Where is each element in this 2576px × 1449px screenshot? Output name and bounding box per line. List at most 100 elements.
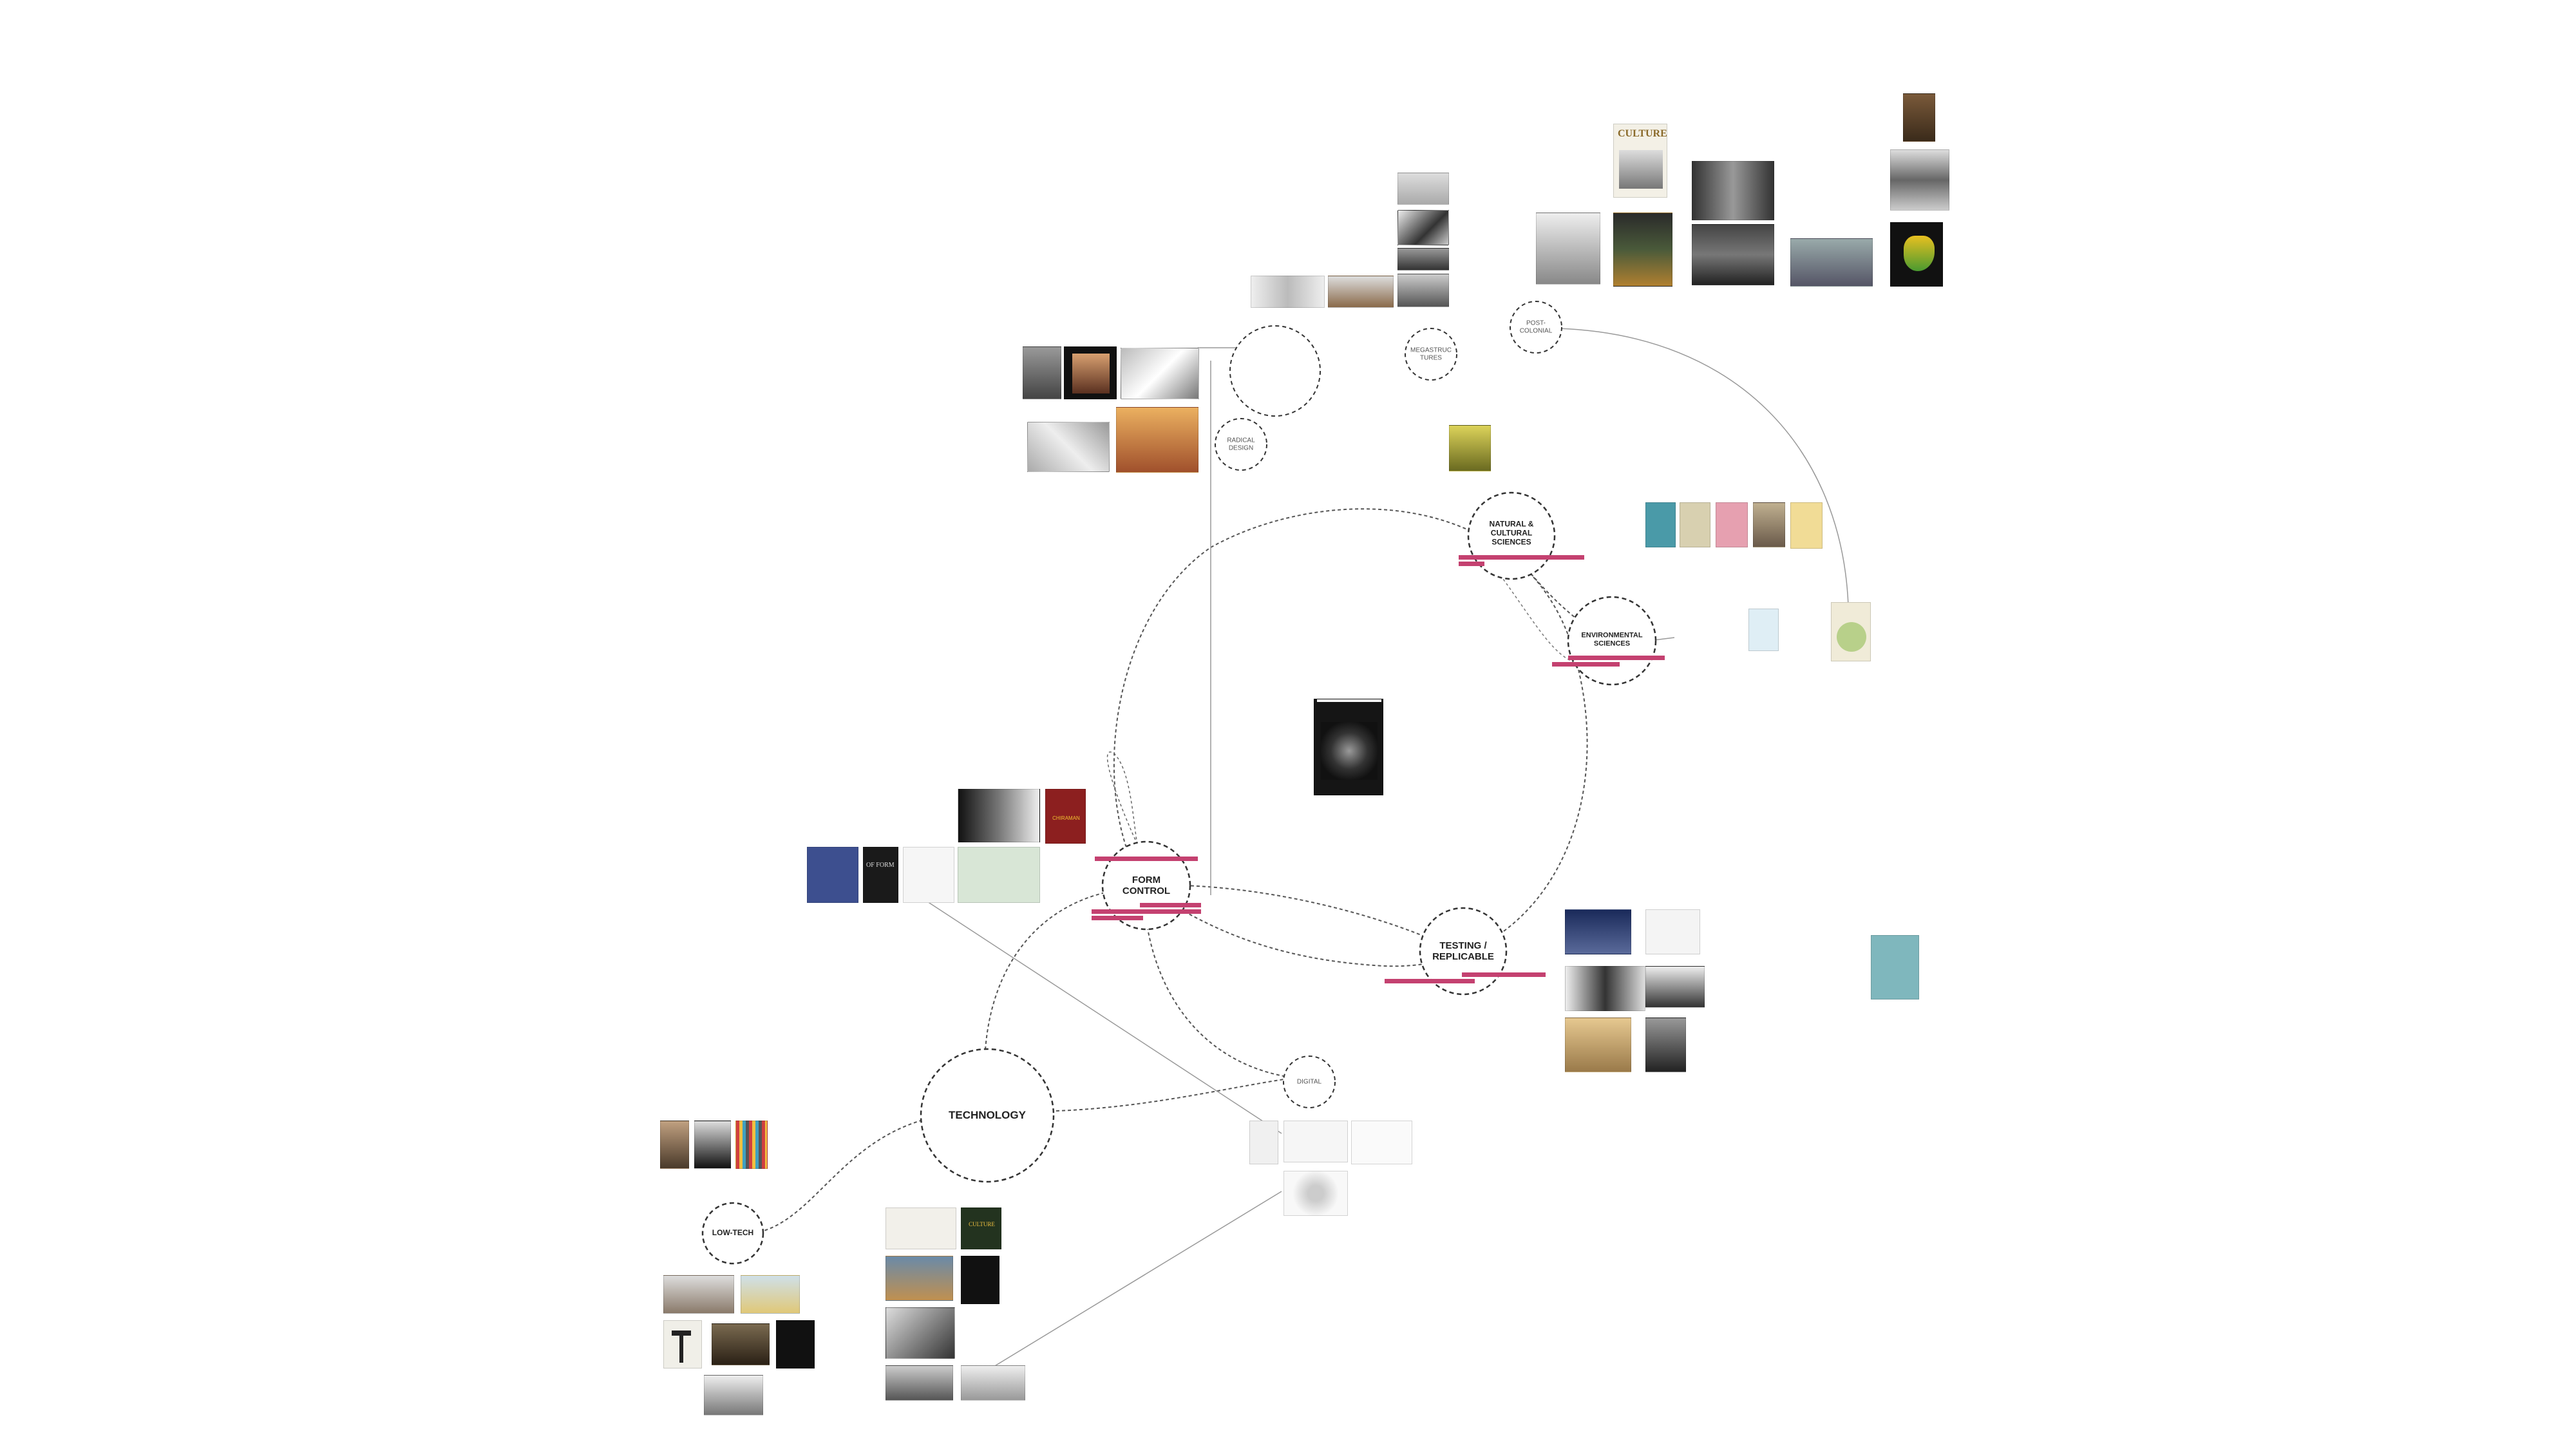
digital-image[interactable] bbox=[1283, 1121, 1348, 1162]
radical-design-image[interactable] bbox=[1121, 348, 1199, 399]
megastructure-image[interactable] bbox=[1397, 274, 1449, 307]
technology-image[interactable] bbox=[735, 1121, 768, 1169]
form-book-title: OF FORM bbox=[866, 862, 895, 869]
highlight-bar bbox=[1095, 857, 1198, 861]
radical-design-image[interactable] bbox=[1064, 346, 1117, 399]
postcolonial-image[interactable] bbox=[1790, 238, 1873, 287]
node-post-colonial-label[interactable]: POST- COLONIAL bbox=[1519, 319, 1553, 335]
culture-magazine-cover[interactable]: CULTURE bbox=[1613, 124, 1667, 198]
digital-image[interactable] bbox=[1283, 1171, 1348, 1216]
testing-image[interactable] bbox=[1565, 909, 1631, 954]
lowtech-image[interactable] bbox=[741, 1275, 800, 1314]
megastructures-circle bbox=[1405, 328, 1457, 381]
form-small-loop bbox=[1106, 751, 1147, 864]
highlight-bar bbox=[1568, 656, 1665, 660]
node-natural-label[interactable]: NATURAL & CULTURAL SCIENCES bbox=[1489, 519, 1534, 546]
bottom-image[interactable] bbox=[886, 1365, 953, 1401]
node-lowtech-label[interactable]: LOW-TECH bbox=[712, 1228, 754, 1238]
node-radical-design-label[interactable]: RADICAL DESIGN bbox=[1227, 437, 1255, 452]
highlight-bar bbox=[1140, 903, 1201, 907]
megastructure-image[interactable] bbox=[1251, 276, 1325, 308]
lowtech-image[interactable] bbox=[712, 1323, 770, 1365]
testing-image[interactable] bbox=[1565, 1018, 1631, 1072]
megastructure-image[interactable] bbox=[1397, 210, 1449, 245]
bottom-image[interactable] bbox=[961, 1256, 999, 1304]
postcolonial-image[interactable] bbox=[1692, 161, 1774, 220]
form-book-blue[interactable] bbox=[807, 847, 858, 903]
technology-circle bbox=[920, 1048, 1055, 1183]
post-colonial-circle bbox=[1510, 301, 1562, 354]
red-book-title: CHIRAMAN bbox=[1052, 815, 1080, 821]
form-photo-image[interactable] bbox=[958, 789, 1040, 842]
postcolonial-arc bbox=[1558, 328, 1849, 606]
postcolonial-image[interactable] bbox=[1890, 149, 1949, 211]
postcolonial-image[interactable] bbox=[1692, 224, 1774, 285]
teal-book[interactable] bbox=[1871, 935, 1919, 999]
postcolonial-image[interactable] bbox=[1613, 213, 1672, 287]
node-environmental-label[interactable]: ENVIRONMENTAL SCIENCES bbox=[1581, 631, 1643, 647]
node-megastructures-label[interactable]: MEGASTRUC TURES bbox=[1410, 346, 1452, 362]
central-book-image[interactable] bbox=[1314, 699, 1383, 795]
bottom-image[interactable] bbox=[961, 1365, 1025, 1401]
digital-image[interactable] bbox=[1249, 1121, 1278, 1164]
bottom-image[interactable]: CULTURE bbox=[961, 1208, 1001, 1249]
testing-image[interactable] bbox=[1645, 966, 1705, 1008]
bottom-image[interactable] bbox=[886, 1208, 956, 1249]
testing-image[interactable] bbox=[1645, 1018, 1686, 1072]
digital-circle bbox=[1283, 1056, 1336, 1108]
node-form-control-label[interactable]: FORM CONTROL bbox=[1122, 874, 1171, 896]
lowtech-image[interactable] bbox=[663, 1320, 702, 1368]
environmental-book[interactable] bbox=[1748, 609, 1779, 651]
science-book[interactable] bbox=[1645, 502, 1676, 547]
radical-design-image[interactable] bbox=[1116, 407, 1198, 473]
lowtech-image[interactable] bbox=[663, 1275, 734, 1314]
lowtech-image[interactable] bbox=[776, 1320, 815, 1368]
form-book-dark[interactable]: OF FORM bbox=[863, 847, 898, 903]
form-spread-image[interactable] bbox=[958, 847, 1040, 903]
culture-title: CULTURE bbox=[1618, 128, 1667, 139]
node-testing-label[interactable]: TESTING / REPLICABLE bbox=[1432, 940, 1494, 962]
bottom-book-title: CULTURE bbox=[969, 1221, 995, 1227]
megastructure-image[interactable] bbox=[1328, 276, 1394, 308]
highlight-bar bbox=[1552, 662, 1620, 667]
central-loop-link bbox=[1113, 508, 1588, 967]
digital-image[interactable] bbox=[1351, 1121, 1412, 1164]
science-book[interactable] bbox=[1680, 502, 1710, 547]
digital-bottom-straight bbox=[985, 1191, 1282, 1372]
bottom-image[interactable] bbox=[886, 1256, 953, 1301]
technology-form-link bbox=[985, 891, 1108, 1050]
landscape-image[interactable] bbox=[1449, 425, 1491, 471]
technology-image[interactable] bbox=[694, 1121, 731, 1169]
africa-book-cover[interactable] bbox=[1890, 222, 1943, 287]
highlight-bar bbox=[1459, 555, 1584, 560]
form-sketch-image[interactable] bbox=[903, 847, 954, 903]
bottom-image[interactable] bbox=[886, 1307, 955, 1359]
node-digital-label[interactable]: DIGITAL bbox=[1296, 1078, 1322, 1086]
environmental-book[interactable] bbox=[1831, 602, 1871, 661]
science-book[interactable] bbox=[1753, 502, 1785, 547]
technology-digital-link bbox=[1056, 1078, 1289, 1112]
megastructure-image[interactable] bbox=[1397, 248, 1449, 270]
science-book[interactable] bbox=[1716, 502, 1748, 547]
radical-design-circle bbox=[1215, 418, 1267, 471]
postcolonial-image[interactable] bbox=[1536, 213, 1600, 285]
highlight-bar bbox=[1092, 916, 1143, 920]
technology-image[interactable] bbox=[660, 1121, 689, 1169]
highlight-bar bbox=[1459, 562, 1484, 566]
megastructure-image[interactable] bbox=[1397, 173, 1449, 205]
form-control-circle bbox=[1101, 840, 1191, 931]
radical-design-image[interactable] bbox=[1023, 346, 1061, 399]
red-book-cover[interactable]: CHIRAMAN bbox=[1045, 789, 1086, 844]
form-digital-link bbox=[1146, 920, 1302, 1079]
radical-design-image[interactable] bbox=[1027, 422, 1110, 472]
testing-image[interactable] bbox=[1645, 909, 1700, 954]
lowtech-image[interactable] bbox=[704, 1375, 763, 1416]
radical-large-circle bbox=[1229, 325, 1321, 417]
testing-image[interactable] bbox=[1565, 966, 1645, 1011]
postcolonial-image[interactable] bbox=[1903, 93, 1935, 142]
node-technology-label[interactable]: TECHNOLOGY bbox=[949, 1109, 1026, 1122]
science-book[interactable] bbox=[1790, 502, 1823, 549]
